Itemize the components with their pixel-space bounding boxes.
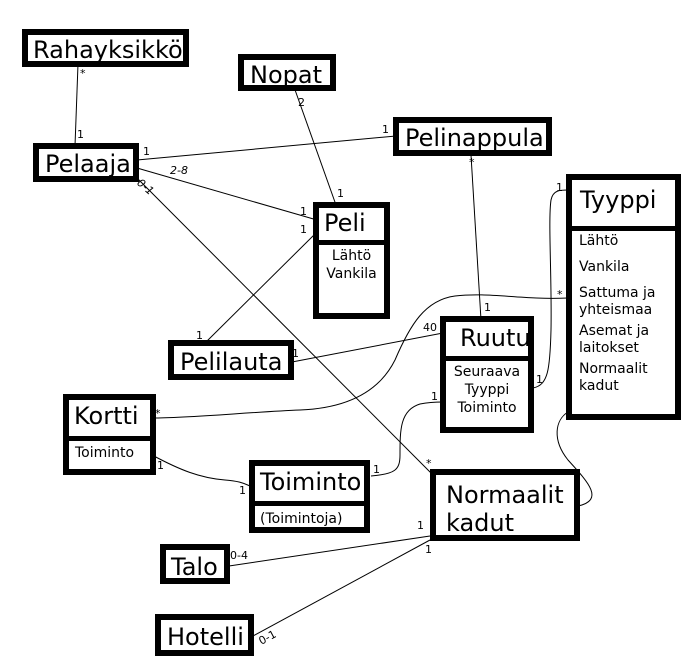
multiplicity-label: * xyxy=(426,457,432,470)
class-tyyppi-item: Sattuma ja xyxy=(579,285,656,301)
line-ruutu-tyyppi xyxy=(532,189,569,389)
multiplicity-label: 1 xyxy=(239,484,246,497)
class-peli-item: Lähtö xyxy=(331,248,372,264)
class-tyyppi-item: kadut xyxy=(579,378,619,394)
class-nopat-title: Nopat xyxy=(250,61,322,89)
class-tyyppi-title: Tyyppi xyxy=(580,186,657,214)
line-kortti-tyyppi xyxy=(151,294,569,419)
class-toiminto-item: (Toimintoja) xyxy=(260,511,343,527)
multiplicity-label: 2-8 xyxy=(170,164,188,177)
multiplicity-label: 1 xyxy=(300,205,307,218)
class-normaalit-kadut: Normaalit kadut xyxy=(430,469,580,541)
multiplicity-label: 1 xyxy=(556,181,563,194)
class-ruutu-item: Seuraava xyxy=(453,364,521,380)
line-pelilauta-peli xyxy=(202,231,318,346)
class-peli-title: Peli xyxy=(324,209,366,237)
class-ruutu-attributes: Seuraava Tyyppi Toiminto xyxy=(446,356,528,417)
class-tyyppi-attributes: Lähtö Vankila Sattuma ja yhteismaa Asema… xyxy=(572,226,675,395)
class-tyyppi-item: laitokset xyxy=(579,340,639,356)
multiplicity-label: 1 xyxy=(536,373,543,386)
class-rahayksikko: Rahayksikkö xyxy=(22,29,189,67)
multiplicity-label: * xyxy=(80,67,86,80)
multiplicity-label: 0-4 xyxy=(230,549,248,562)
class-pelilauta-title: Pelilauta xyxy=(180,348,283,376)
multiplicity-label: 2 xyxy=(298,96,305,109)
class-pelinappula: Pelinappula xyxy=(393,117,552,156)
class-ruutu: Ruutu Seuraava Tyyppi Toiminto xyxy=(440,316,534,433)
line-toiminto-ruutu xyxy=(370,401,444,477)
multiplicity-label: 1 xyxy=(425,543,432,556)
class-talo-title: Talo xyxy=(171,553,218,581)
line-normaalit-hotelli xyxy=(252,539,431,637)
class-tyyppi-item: yhteismaa xyxy=(579,302,653,318)
line-normaalit-talo xyxy=(228,535,431,567)
multiplicity-label: * xyxy=(469,156,475,169)
line-kortti-toiminto xyxy=(151,454,251,487)
class-pelilauta: Pelilauta xyxy=(168,340,294,380)
class-kortti-item: Toiminto xyxy=(75,445,135,461)
multiplicity-label: 1 xyxy=(417,519,424,532)
class-hotelli-title: Hotelli xyxy=(167,623,244,651)
class-peli-item: Vankila xyxy=(326,266,377,282)
line-rahayksikko-pelaaja xyxy=(74,63,79,147)
class-tyyppi-item: Vankila xyxy=(579,259,630,275)
multiplicity-label: 1 xyxy=(373,463,380,476)
class-toiminto: Toiminto (Toimintoja) xyxy=(249,460,370,533)
class-talo: Talo xyxy=(160,544,230,584)
class-ruutu-title: Ruutu xyxy=(460,324,531,352)
class-nopat: Nopat xyxy=(238,54,336,91)
line-pelaaja-pelinappula xyxy=(136,135,397,161)
multiplicity-label: 1 xyxy=(196,329,203,342)
class-kortti-attributes: Toiminto xyxy=(69,436,150,463)
multiplicity-label: 1 xyxy=(77,128,84,141)
multiplicity-label: 1 xyxy=(292,347,299,360)
class-ruutu-item: Toiminto xyxy=(457,400,517,416)
class-tyyppi-item: Normaalit xyxy=(579,361,648,377)
class-normaalit-kadut-title-line1: Normaalit xyxy=(446,481,564,509)
class-pelaaja: Pelaaja xyxy=(33,143,139,182)
multiplicity-label: 1 xyxy=(382,123,389,136)
class-hotelli: Hotelli xyxy=(155,614,254,656)
multiplicity-label: 1 xyxy=(143,145,150,158)
class-tyyppi-item: Asemat ja xyxy=(579,323,650,339)
multiplicity-label: * xyxy=(557,288,563,301)
line-pelaaja-peli xyxy=(136,167,318,221)
line-pelilauta-ruutu xyxy=(291,332,444,363)
line-tyyppi-normaalit xyxy=(556,411,593,507)
class-toiminto-title: Toiminto xyxy=(260,468,362,496)
class-pelinappula-title: Pelinappula xyxy=(405,124,544,152)
class-kortti: Kortti Toiminto xyxy=(63,394,156,475)
multiplicity-label: 1 xyxy=(337,187,344,200)
multiplicity-label: 1 xyxy=(431,390,438,403)
class-peli: Peli Lähtö Vankila xyxy=(313,202,390,319)
multiplicity-label: 1 xyxy=(484,301,491,314)
multiplicity-label: * xyxy=(155,407,161,420)
class-ruutu-item: Tyyppi xyxy=(464,382,510,398)
class-tyyppi: Tyyppi Lähtö Vankila Sattuma ja yhteisma… xyxy=(566,174,681,420)
line-pelaaja-normaalit xyxy=(136,177,435,477)
multiplicity-label: 1 xyxy=(157,459,164,472)
class-tyyppi-item: Lähtö xyxy=(579,233,619,249)
class-kortti-title: Kortti xyxy=(74,402,139,430)
line-pelinappula-ruutu xyxy=(470,154,482,321)
multiplicity-label: 1 xyxy=(300,223,307,236)
class-pelaaja-title: Pelaaja xyxy=(45,150,131,178)
line-nopat-peli xyxy=(293,86,337,206)
class-toiminto-attributes: (Toimintoja) xyxy=(255,501,364,529)
class-peli-attributes: Lähtö Vankila xyxy=(319,240,384,283)
multiplicity-label: 40 xyxy=(423,321,437,334)
class-normaalit-kadut-title-line2: kadut xyxy=(446,509,515,537)
class-rahayksikko-title: Rahayksikkö xyxy=(33,36,183,64)
